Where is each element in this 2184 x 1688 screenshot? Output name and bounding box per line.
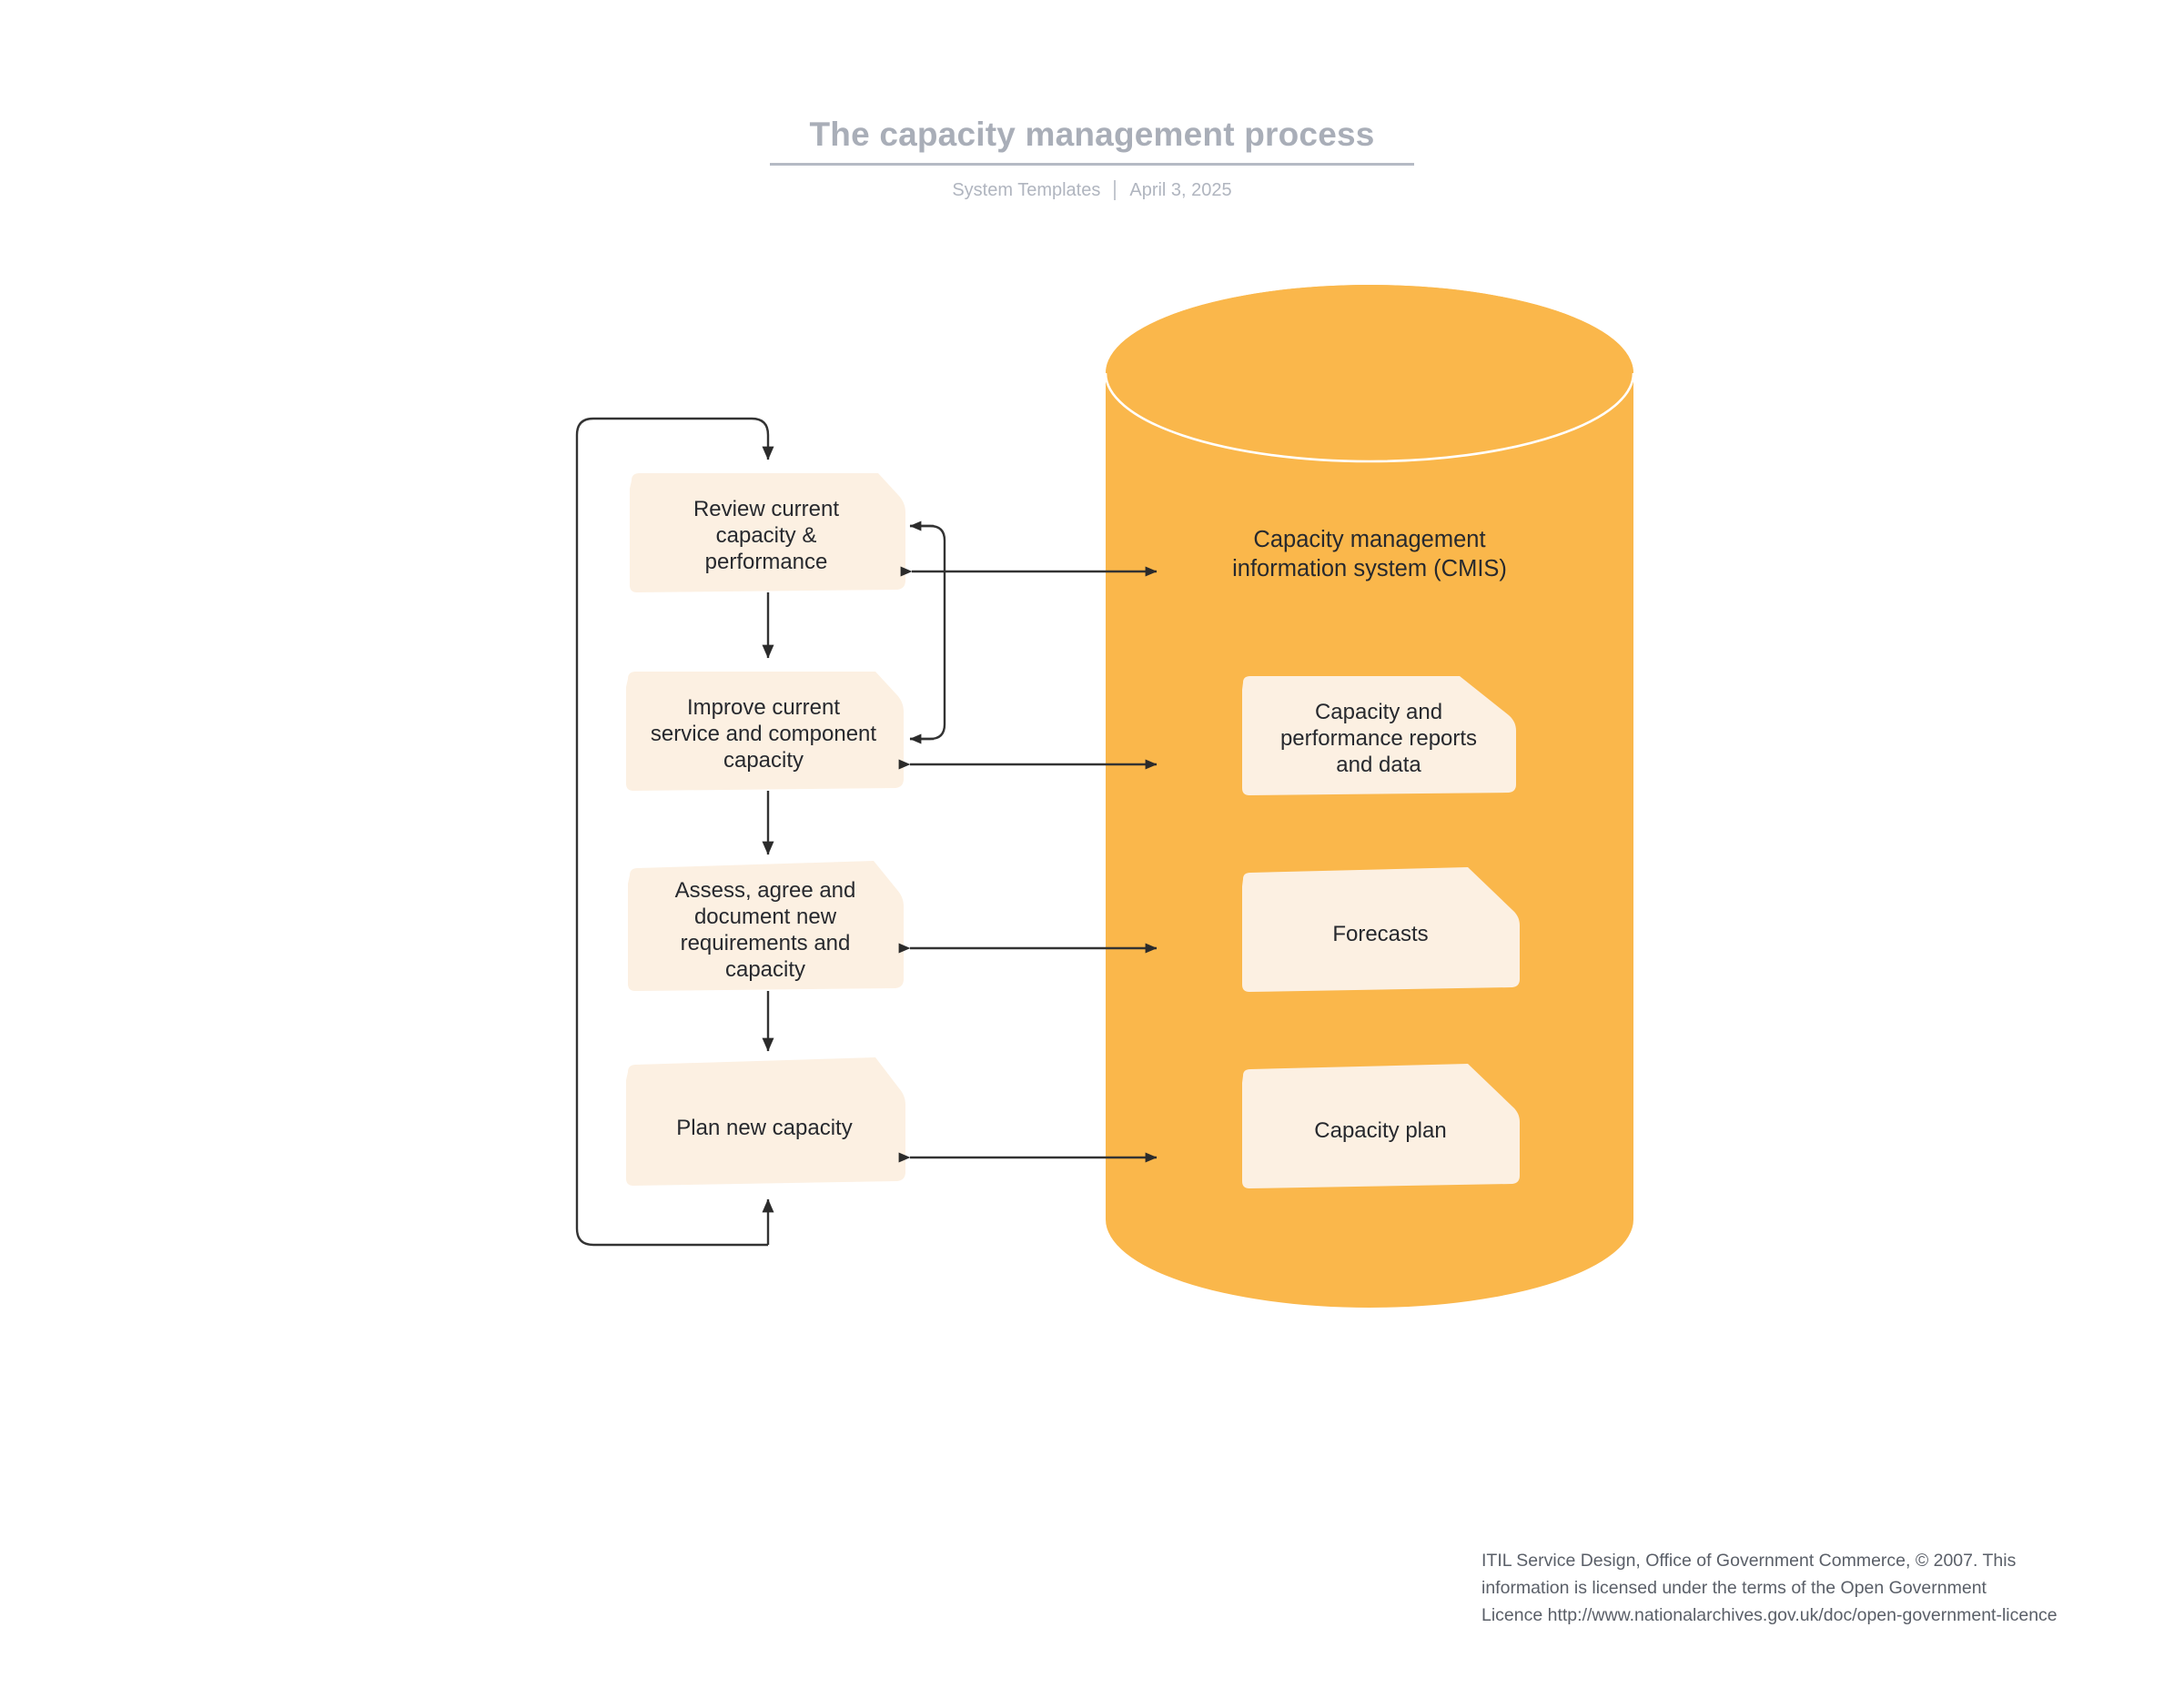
process-box-assess[interactable] — [628, 861, 904, 991]
footer-line-1: ITIL Service Design, Office of Governmen… — [1481, 1551, 2017, 1571]
footer-attribution: ITIL Service Design, Office of Governmen… — [1481, 1547, 2137, 1629]
header-separator — [1114, 180, 1117, 200]
title-underline — [770, 163, 1414, 166]
cmis-doc-forecasts[interactable] — [1242, 867, 1520, 992]
cmis-doc-reports[interactable] — [1242, 676, 1516, 795]
process-box-plan-label: Plan new capacity — [676, 1115, 853, 1140]
footer-line-2: information is licensed under the terms … — [1481, 1578, 1987, 1598]
cmis-doc-capacity-plan-label: Capacity plan — [1314, 1117, 1447, 1143]
process-box-review-label: Review current capacity & performance — [693, 496, 840, 574]
feedback-loop-connector — [575, 417, 774, 1247]
side-loop-connector — [909, 521, 946, 744]
process-box-plan[interactable] — [626, 1057, 905, 1186]
cmis-doc-forecasts-label: Forecasts — [1332, 921, 1429, 946]
process-box-improve-label: Improve current service and component ca… — [650, 694, 877, 773]
process-box-improve[interactable] — [626, 672, 904, 791]
process-box-review[interactable] — [630, 473, 905, 592]
cmis-cylinder — [1104, 285, 1635, 1308]
page-header: The capacity management process System T… — [0, 0, 2184, 202]
cylinder-top-edge — [1104, 372, 1635, 463]
arrow-loop-into-review — [575, 417, 774, 1247]
side-loop-path — [910, 524, 946, 741]
page-title: The capacity management process — [809, 116, 1375, 153]
header-source: System Templates — [952, 180, 1101, 200]
footer-line-3: Licence http://www.nationalarchives.gov.… — [1481, 1605, 2058, 1625]
header-subtitle: System Templates April 3, 2025 — [0, 178, 2184, 202]
cmis-doc-capacity-plan[interactable] — [1242, 1064, 1520, 1188]
cylinder-body — [1106, 285, 1633, 1308]
cmis-doc-reports-label: Capacity and performance reports and dat… — [1279, 699, 1478, 777]
process-box-assess-label: Assess, agree and document new requireme… — [674, 878, 856, 982]
header-date: April 3, 2025 — [1129, 180, 1232, 200]
cmis-label: Capacity management information system (… — [1232, 527, 1507, 581]
cmis-bidirectional-arrows — [898, 566, 1158, 1163]
cylinder-top — [1106, 285, 1633, 461]
